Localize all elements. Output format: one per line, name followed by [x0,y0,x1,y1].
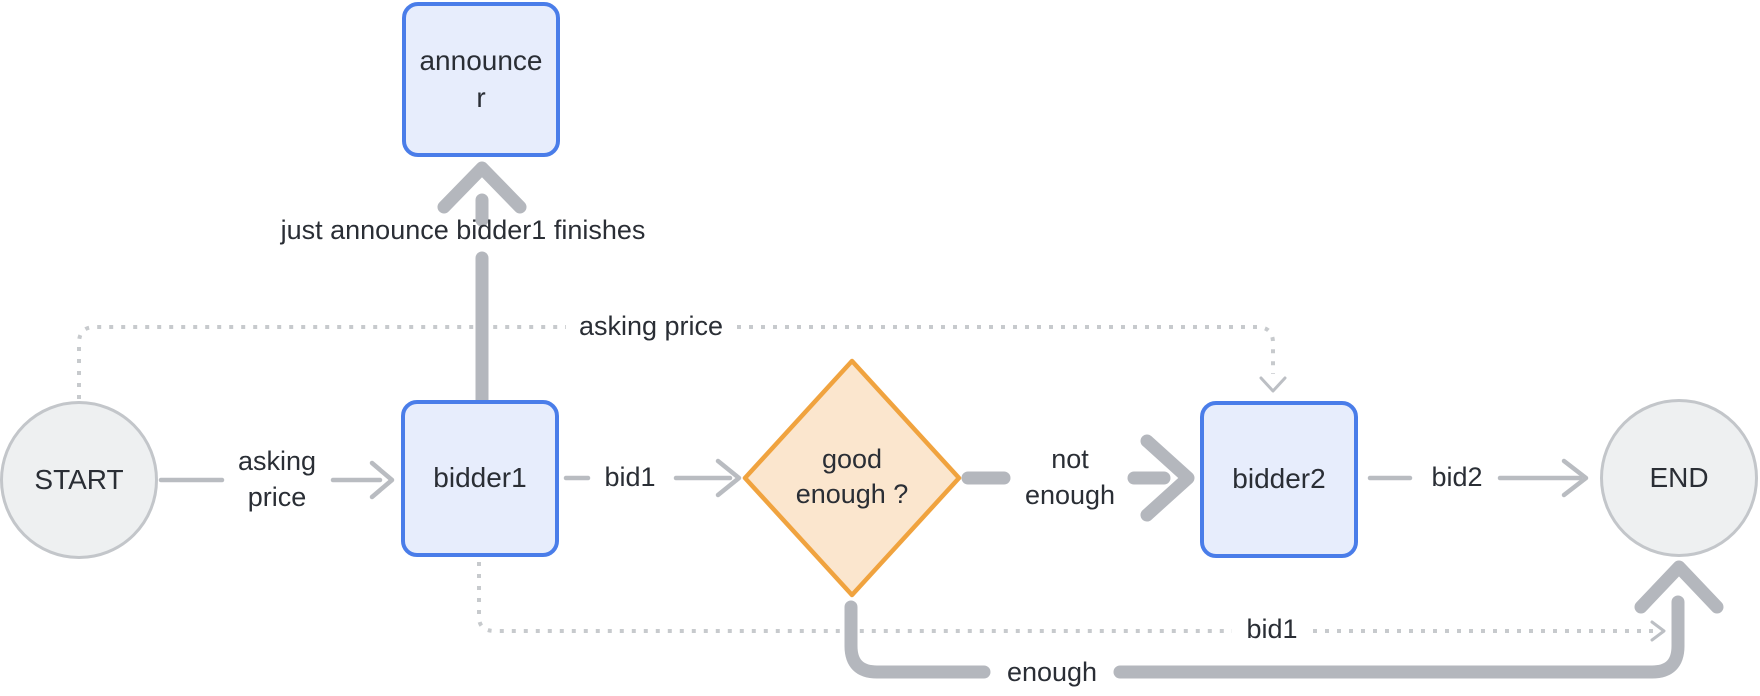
arrowhead-right-icon [369,460,395,500]
arrowhead-down-icon [1259,376,1287,393]
arrowhead-up-icon [1634,560,1724,614]
arrowhead-right-icon [1140,434,1195,522]
node-bidder2: bidder2 [1200,401,1358,558]
edge-bidder1-to-decision [563,458,742,498]
node-start: START [0,401,158,559]
decision-diamond [742,358,962,598]
bidder2-label: bidder2 [1232,463,1326,495]
dotted-line [77,325,566,399]
start-label: START [34,463,124,495]
edge-bidder1-to-announcer [437,161,527,407]
dotted-line [737,325,1275,374]
edge-label-asking-price: asking price [237,446,317,512]
edge-decision-to-bidder2 [961,434,1195,522]
arrowhead-right-icon [1561,458,1589,498]
arrowhead-up-icon [437,161,527,214]
decision-label: good enough ? [795,443,909,509]
bidder1-label: bidder1 [433,462,527,494]
edge-start-to-bidder1 [158,460,395,500]
end-label: END [1649,461,1709,493]
edge-label-not-enough: not enough [1024,444,1116,510]
edge-decision-to-end [844,560,1724,679]
edge-label-asking-price-dotted: asking price [578,311,724,342]
dotted-edge-bidder1-to-end [477,562,1660,633]
arrowhead-right-icon [1650,620,1666,642]
announcer-label: announcer [419,45,543,113]
node-announcer: announcer [402,2,560,157]
edge-label-bid2: bid2 [1431,462,1483,493]
edge-label-bid1-dotted: bid1 [1246,614,1298,645]
line [1113,595,1685,679]
edge-label-just-announce: just announce bidder1 finishes [280,215,646,246]
node-bidder1: bidder1 [401,400,559,557]
edge-label-enough: enough [1006,657,1098,688]
node-end: END [1600,399,1758,557]
edge-label-bid1: bid1 [604,462,656,493]
arrowhead-right-icon [715,458,742,498]
line [844,600,991,679]
edge-bidder2-to-end [1367,458,1589,498]
